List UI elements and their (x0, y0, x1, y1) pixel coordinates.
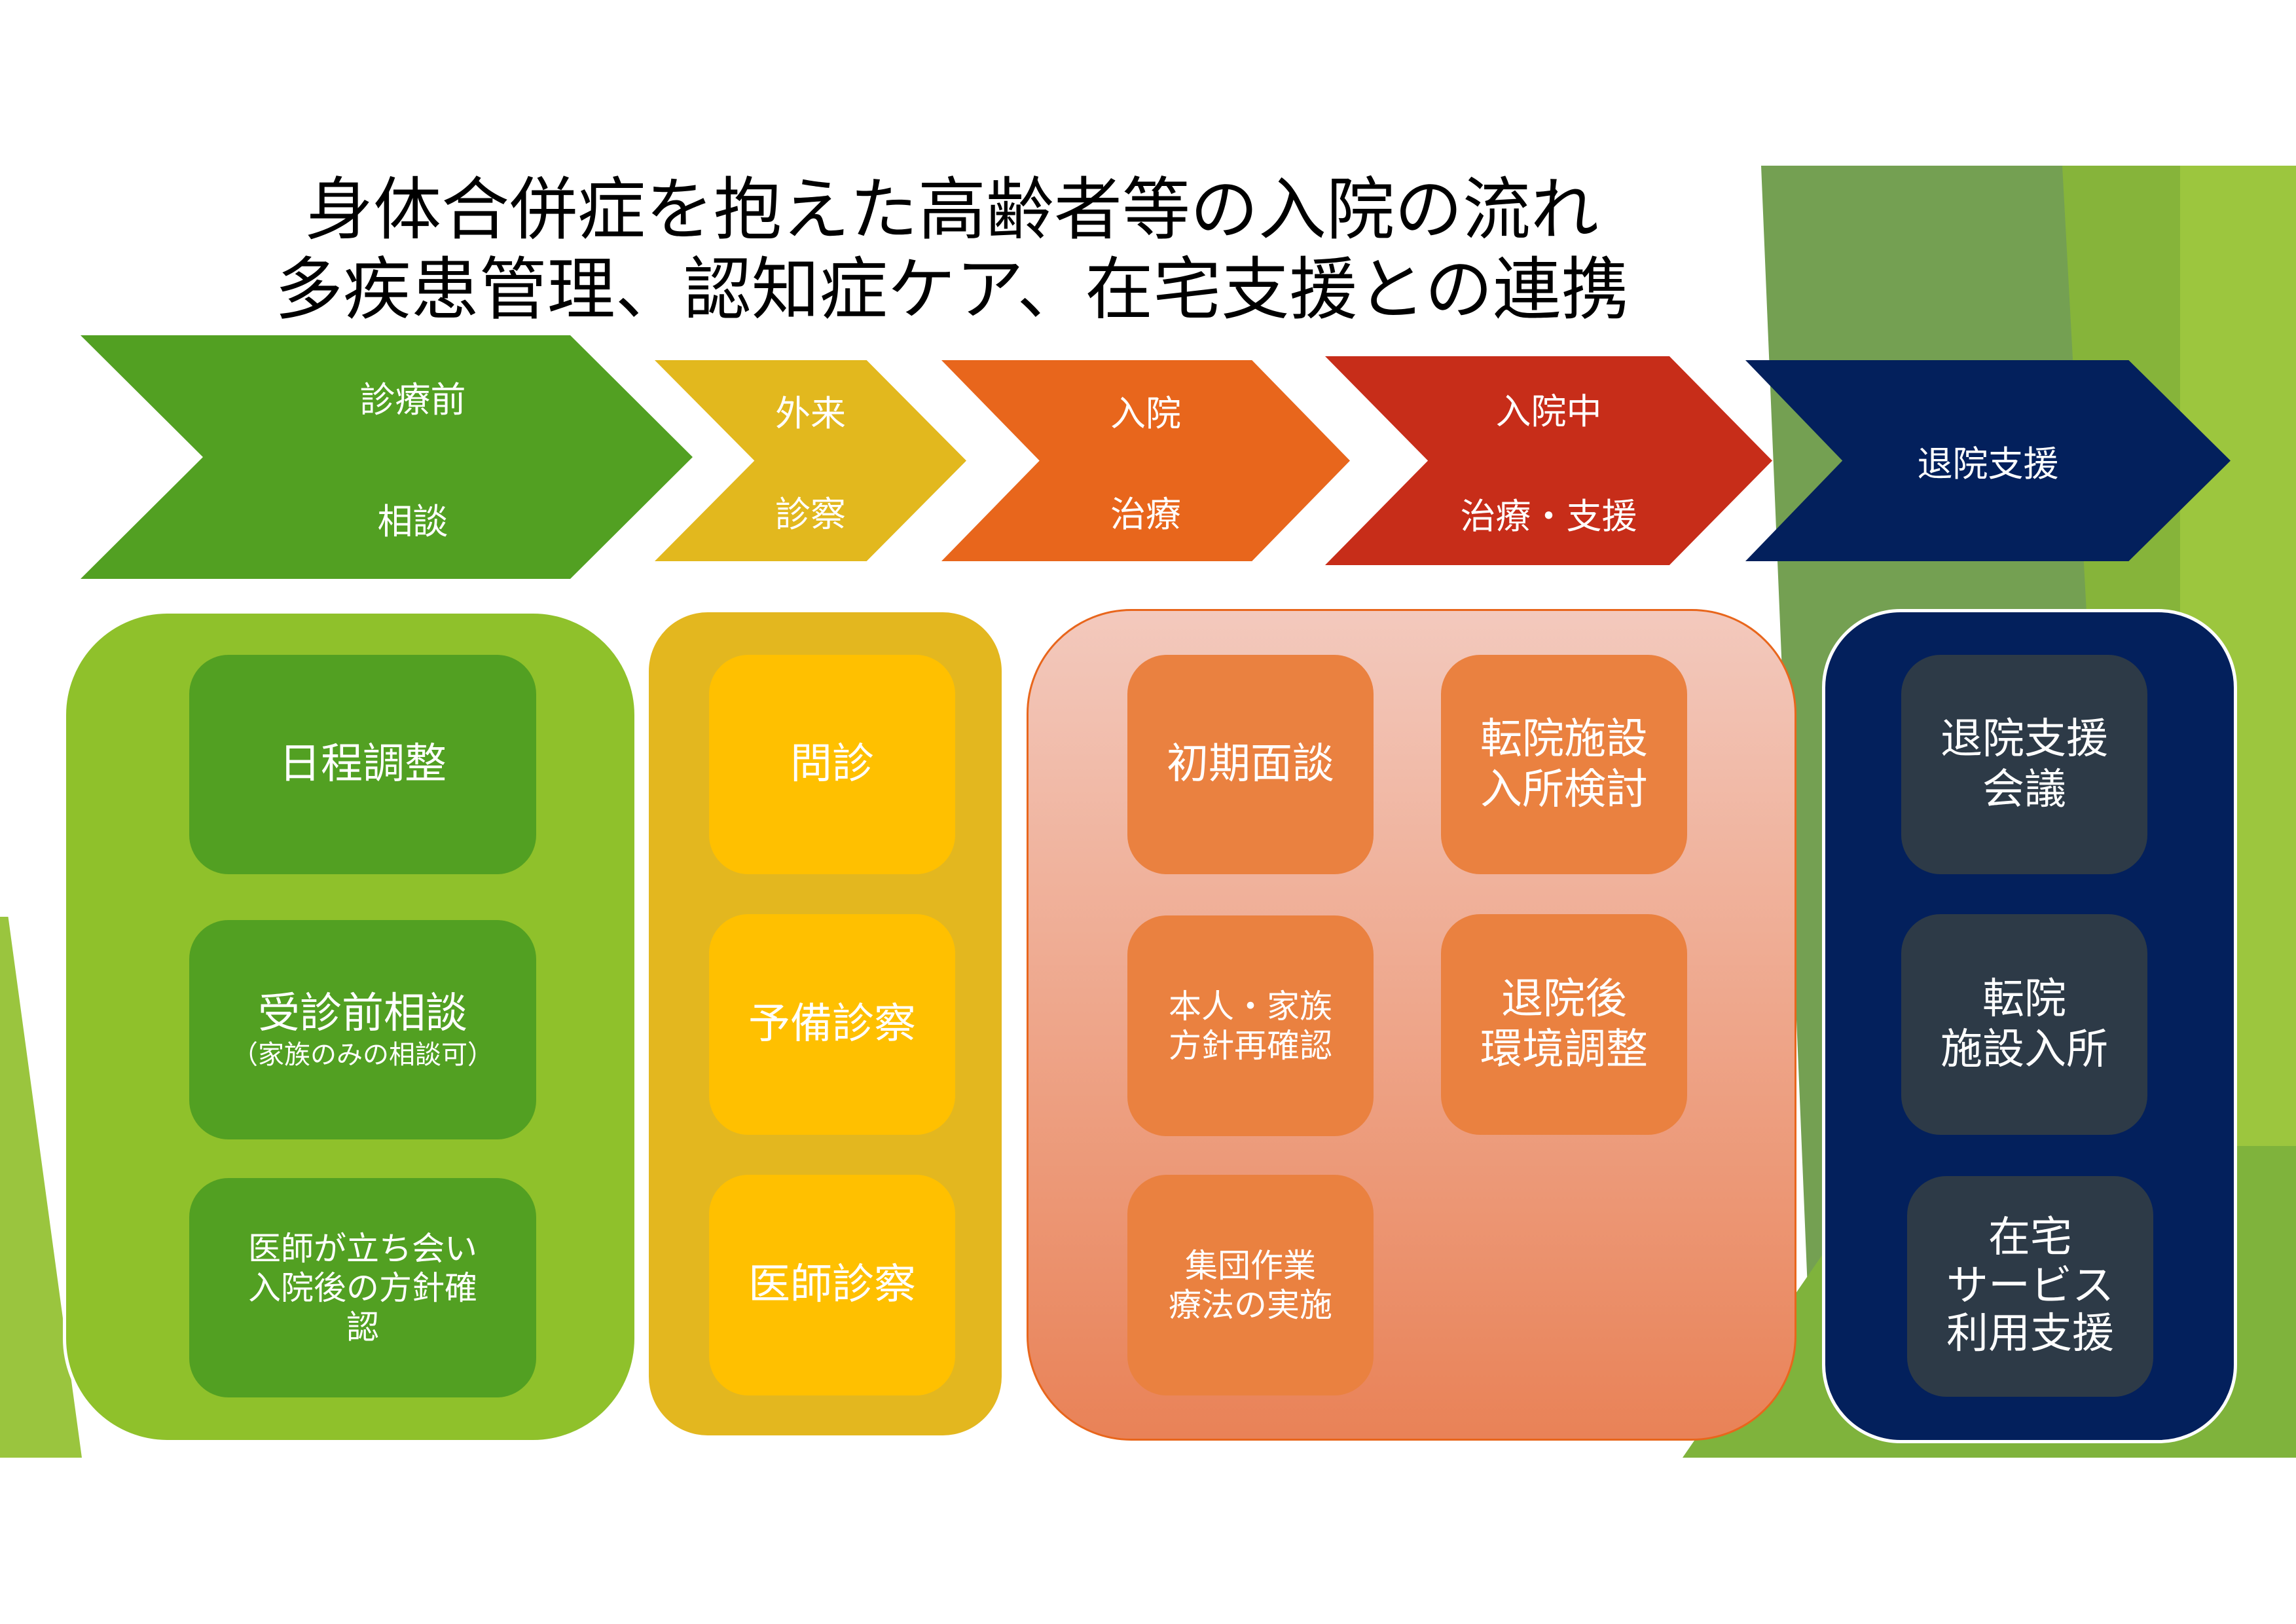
stage-label: 相談 (377, 500, 448, 542)
task-label: 問診 (790, 740, 874, 789)
stage-hospitalization: 入院中 治療・支援 (1325, 356, 1772, 565)
title-line-1: 身体合併症を抱えた高齢者等の入院の流れ (304, 170, 1599, 249)
task-label: 施設入所 (1941, 1025, 2108, 1074)
task-label: 利用支援 (1946, 1310, 2114, 1359)
task-label: 在宅 (1988, 1213, 2072, 1263)
task-label: 転院 (1982, 974, 2066, 1024)
task-label: 本人・家族 (1169, 987, 1332, 1025)
task-note: （家族のみの相談可） (232, 1039, 494, 1070)
task-label: 医師診察 (748, 1261, 916, 1310)
task-label: 初期面談 (1167, 740, 1334, 789)
task-doctor-exam: 医師診察 (709, 1175, 955, 1395)
task-label: 予備診察 (748, 1000, 916, 1049)
stage-label: 治療 (1110, 493, 1181, 535)
stage-label: 外来 (775, 393, 846, 435)
task-label: 療法の実施 (1169, 1285, 1332, 1324)
stage-outpatient: 外来 診察 (655, 360, 966, 561)
title-line-2: 多疾患管理、認知症ケア、在宅支援との連携 (274, 249, 1630, 329)
stage-label: 入院中 (1495, 391, 1602, 433)
task-family-policy-reconfirm: 本人・家族 方針再確認 (1127, 915, 1374, 1136)
task-label: 日程調整 (279, 740, 446, 789)
task-transfer-consideration: 転院施設 入所検討 (1441, 655, 1687, 874)
task-doctor-policy-confirmation: 医師が立ち会い入院後の方針確認 (189, 1178, 536, 1397)
task-discharge-meeting: 退院支援 会議 (1901, 655, 2147, 874)
task-transfer-admission: 転院 施設入所 (1901, 914, 2147, 1135)
task-interview: 問診 (709, 655, 955, 874)
stage-label: 診療前 (359, 378, 466, 420)
task-label: 環境調整 (1480, 1025, 1648, 1074)
stage-admission: 入院 治療 (941, 360, 1350, 561)
stage-label: 退院支援 (1917, 443, 2059, 485)
task-preliminary-exam: 予備診察 (709, 914, 955, 1135)
task-label: 退院支援 (1941, 714, 2108, 764)
stage-label: 診察 (775, 493, 846, 535)
task-label: 医師が立ち会い入院後の方針確認 (248, 1229, 477, 1346)
task-label: 会議 (1982, 765, 2066, 814)
stage-label: 入院 (1110, 393, 1181, 435)
task-label: 方針再確認 (1169, 1026, 1332, 1065)
stage-pre-consult: 診療前 相談 (81, 335, 693, 579)
task-schedule-adjustment: 日程調整 (189, 655, 536, 874)
task-label: 入所検討 (1480, 765, 1648, 814)
task-initial-interview: 初期面談 (1127, 655, 1374, 874)
task-label: 転院施設 (1480, 714, 1648, 764)
task-home-service-support: 在宅 サービス 利用支援 (1907, 1176, 2153, 1397)
task-label: 集団作業 (1185, 1246, 1316, 1285)
task-pre-visit-consultation: 受診前相談 （家族のみの相談可） (189, 920, 536, 1139)
task-label: サービス (1946, 1261, 2114, 1310)
task-label: 退院後 (1501, 974, 1627, 1024)
task-post-discharge-environment: 退院後 環境調整 (1441, 914, 1687, 1135)
task-group-occupational-therapy: 集団作業 療法の実施 (1127, 1175, 1374, 1395)
stage-label: 治療・支援 (1460, 495, 1637, 537)
task-label: 受診前相談 (258, 989, 467, 1039)
